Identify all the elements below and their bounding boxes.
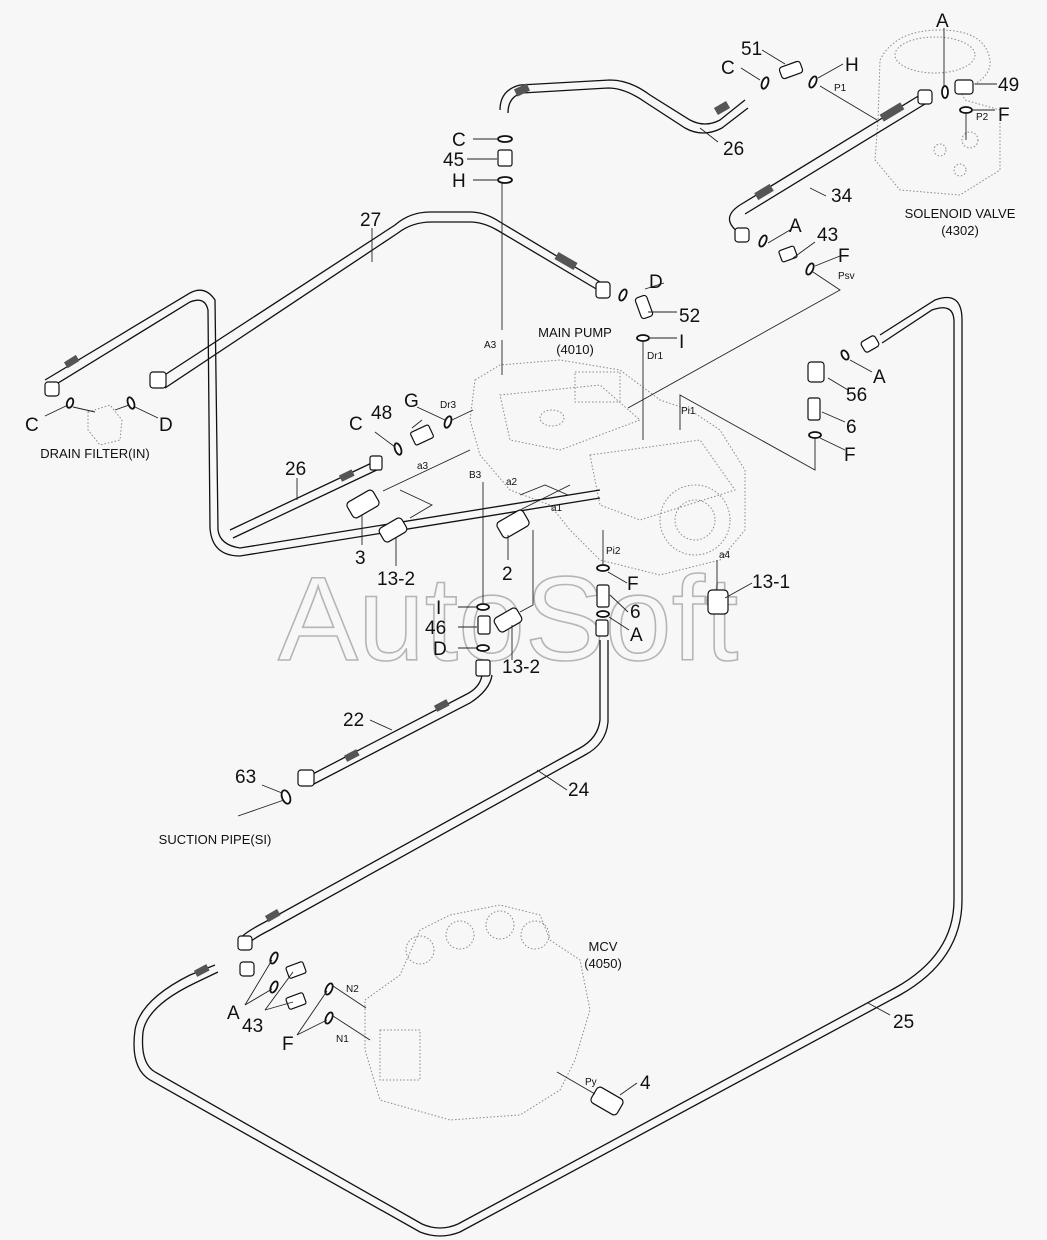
mcv-outline	[364, 904, 591, 1121]
drain-filter-outline	[87, 404, 123, 446]
callout-a: A	[630, 625, 643, 646]
port-a1: a1	[551, 503, 563, 514]
port-a3: a3	[417, 461, 429, 472]
port-a2: a2	[506, 477, 518, 488]
callout-46: 46	[425, 618, 446, 639]
callout-6: 6	[846, 417, 857, 438]
callout-51: 51	[741, 39, 762, 60]
callout-49: 49	[998, 75, 1019, 96]
callout-a: A	[227, 1003, 240, 1024]
callout-34: 34	[831, 186, 853, 207]
leader-lines	[44, 28, 997, 1096]
main-pump-label: MAIN PUMP	[538, 325, 612, 340]
port-p2: P2	[976, 112, 989, 123]
port-dr3: Dr3	[440, 400, 457, 411]
callout-a: A	[789, 216, 802, 237]
port-n2: N2	[346, 984, 359, 995]
callout-48: 48	[371, 403, 392, 424]
callouts: 51 C H A 49 F 26 34 C 45 H 27 A 43 F D 5…	[25, 11, 1019, 1094]
callout-h: H	[845, 55, 859, 76]
callout-c: C	[25, 415, 39, 436]
solenoid-valve-outline	[874, 29, 1001, 196]
solenoid-valve-code: (4302)	[941, 223, 979, 238]
port-psv: Psv	[838, 271, 855, 282]
port-n1: N1	[336, 1034, 349, 1045]
callout-a: A	[873, 367, 886, 388]
callout-45: 45	[443, 150, 464, 171]
port-a3-top: A3	[484, 340, 497, 351]
callout-f: F	[282, 1034, 294, 1055]
callout-27: 27	[360, 210, 381, 231]
callout-d: D	[649, 272, 663, 293]
mcv-label: MCV	[589, 939, 618, 954]
hose-26-top	[499, 79, 749, 134]
hose-34	[728, 94, 926, 233]
hose-27	[44, 211, 601, 557]
port-dr1: Dr1	[647, 351, 664, 362]
port-py: Py	[585, 1077, 597, 1088]
hose-25	[133, 296, 963, 1237]
callout-f: F	[844, 445, 856, 466]
drain-filter-label: DRAIN FILTER(IN)	[40, 446, 150, 461]
callout-g: G	[404, 391, 419, 412]
callout-52: 52	[679, 306, 700, 327]
callout-24: 24	[568, 780, 590, 801]
callout-26: 26	[285, 459, 306, 480]
callout-13-2: 13-2	[377, 569, 415, 590]
callout-d: D	[159, 415, 173, 436]
callout-3: 3	[355, 548, 366, 569]
callout-4: 4	[640, 1073, 651, 1094]
port-p1: P1	[834, 83, 847, 94]
main-pump-code: (4010)	[556, 342, 594, 357]
port-a4: a4	[719, 550, 731, 561]
main-pump-outline	[469, 359, 746, 576]
fittings	[44, 60, 974, 1116]
callout-i: I	[436, 598, 441, 619]
callout-22: 22	[343, 710, 364, 731]
callout-i: I	[679, 332, 684, 353]
callout-2: 2	[502, 564, 513, 585]
callout-6: 6	[630, 602, 641, 623]
callout-63: 63	[235, 767, 256, 788]
callout-f: F	[838, 246, 850, 267]
callout-43: 43	[817, 225, 838, 246]
hose-26-left	[229, 459, 382, 539]
callout-c: C	[452, 130, 466, 151]
callout-d: D	[433, 639, 447, 660]
solenoid-valve-label: SOLENOID VALVE	[905, 206, 1016, 221]
callout-26: 26	[723, 139, 744, 160]
o-rings	[65, 75, 973, 1025]
callout-a: A	[936, 11, 949, 32]
port-labels: A3 Dr1 Dr3 B3 Pi1 Pi2 a1 a2 a3 a4 P1 P2 …	[336, 83, 989, 1088]
callout-25: 25	[893, 1012, 914, 1033]
callout-13-1: 13-1	[752, 572, 790, 593]
callout-c: C	[349, 414, 363, 435]
port-pi2: Pi2	[606, 546, 621, 557]
callout-h: H	[452, 171, 466, 192]
callout-13-2: 13-2	[502, 657, 540, 678]
callout-f: F	[998, 105, 1010, 126]
port-b3: B3	[469, 470, 482, 481]
hose-22	[304, 674, 493, 787]
callout-56: 56	[846, 385, 867, 406]
suction-pipe-label: SUCTION PIPE(SI)	[159, 832, 272, 847]
port-pi1: Pi1	[681, 406, 696, 417]
callout-f: F	[627, 574, 639, 595]
mcv-code: (4050)	[584, 956, 622, 971]
callout-43: 43	[242, 1016, 263, 1037]
callout-c: C	[721, 58, 735, 79]
